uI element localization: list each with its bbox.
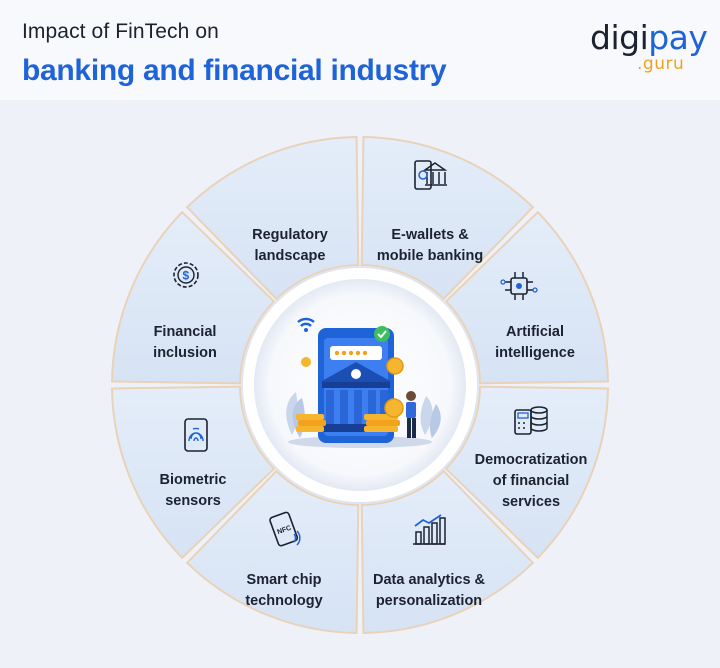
calculator-coins-icon [514,406,548,435]
segment-label-line: technology [245,593,323,609]
segment-1 [360,136,535,301]
logo-wordmark: digipay [590,18,708,57]
segment-label-7: Biometric sensors [118,470,268,512]
header: Impact of FinTech on banking and financi… [0,0,720,100]
wheel-graphic: NFC $ [111,136,609,634]
segment-label-line: E-wallets & [391,227,469,243]
svg-text:NFC: NFC [276,525,292,536]
segment-8 [185,136,360,301]
page-title: banking and financial industry [22,54,447,87]
segment-label-2: E-wallets & mobile banking [355,225,505,267]
segment-ring: NFC $ [111,136,609,634]
segment-7 [111,210,276,385]
segment-label-line: intelligence [495,345,575,361]
segment-label-4: Democratization of financial services [456,450,606,513]
bank-phone-illustration [286,317,441,448]
segment-label-1: Regulatory landscape [215,225,365,267]
segment-label-3: Artificial intelligence [460,322,610,364]
segment-3 [444,385,609,560]
svg-text:$: $ [183,269,190,283]
segment-6 [111,385,276,560]
logo-subdomain: .guru [637,54,685,74]
mobile-bank-icon [414,160,448,190]
segment-label-line: Data analytics & [372,572,486,588]
segment-label-8: Financial inclusion [110,322,260,364]
segment-5 [185,469,360,634]
dollar-gear-icon: $ [173,262,199,288]
segment-label-line: Smart chip [246,572,322,588]
fingerprint-phone-icon [184,418,208,452]
segment-label-line: personalization [375,593,483,609]
segment-label-line: landscape [254,248,326,264]
page-subtitle: Impact of FinTech on [22,20,219,43]
segment-2 [444,210,609,385]
segment-label-line: mobile banking [376,248,484,264]
ai-chip-icon [500,272,538,300]
segment-label-line: Artificial [505,324,564,340]
segment-label-line: inclusion [153,345,217,361]
segment-label-line: Regulatory [252,227,328,243]
segment-label-line: Biometric [159,472,227,488]
segment-label-line: Democratization [474,452,588,468]
fintech-wheel-diagram: NFC $ [0,100,720,668]
digipay-logo: digipay .guru [590,18,708,78]
segment-label-line: sensors [165,493,221,509]
segment-label-line: of financial [492,473,570,489]
bar-chart-icon [413,514,446,545]
segment-label-line: Financial [153,324,217,340]
nfc-phone-icon: NFC [269,511,301,547]
segment-4 [360,469,535,634]
segment-label-5: Data analytics & personalization [354,570,504,612]
segment-label-line: services [501,494,561,510]
segment-label-6: Smart chip technology [209,570,359,612]
